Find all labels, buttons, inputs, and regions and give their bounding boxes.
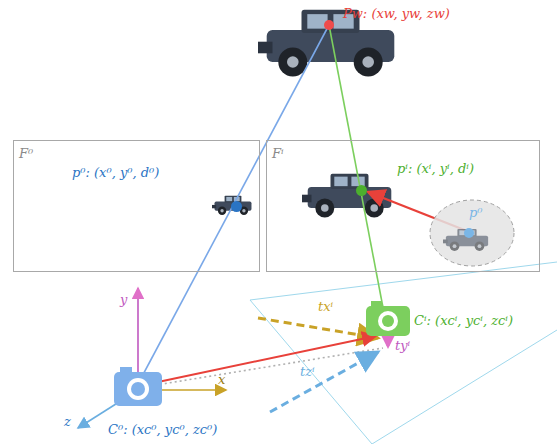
point-label: p⁰: (x⁰, y⁰, d⁰): [72, 165, 159, 181]
ghost-ellipse: p⁰: [429, 199, 515, 267]
translation-label: tzⁱ: [300, 364, 315, 380]
point-label: pⁱ: (xⁱ, yⁱ, dⁱ): [397, 161, 474, 177]
ray-ci: [329, 25, 385, 318]
camera-c0: [114, 367, 162, 406]
axis-label: z: [64, 414, 71, 430]
image-point: [231, 201, 242, 212]
world-point-label: Pw: (xw, yw, zw): [343, 6, 450, 22]
translation-dotted: [150, 348, 383, 386]
frame-fi: Fⁱ pⁱ: (xⁱ, yⁱ, dⁱ) p⁰: [266, 140, 540, 272]
frame-label: F⁰: [19, 146, 33, 162]
ray-c0: [138, 25, 329, 384]
frame-f0: F⁰ p⁰: (x⁰, y⁰, d⁰): [13, 140, 260, 272]
camera-ci: [366, 301, 410, 336]
frame-label: Fⁱ: [272, 146, 284, 162]
c0-to-ci-arrow: [158, 336, 376, 382]
translation-label: tyⁱ: [395, 338, 410, 354]
car-frame0: [212, 196, 251, 215]
tx-arrow: [258, 318, 378, 338]
image-point: [356, 185, 367, 196]
world-point: [324, 20, 334, 30]
axis-label: x: [218, 372, 225, 388]
camera-label: C⁰: (xc⁰, yc⁰, zc⁰): [108, 422, 217, 438]
camera-label: Cⁱ: (xcⁱ, ycⁱ, zcⁱ): [414, 313, 513, 329]
translation-label: txⁱ: [318, 299, 333, 315]
axis-label: y: [120, 292, 127, 308]
tz-arrow: [270, 352, 378, 412]
ghost-point-label: p⁰: [469, 205, 483, 221]
